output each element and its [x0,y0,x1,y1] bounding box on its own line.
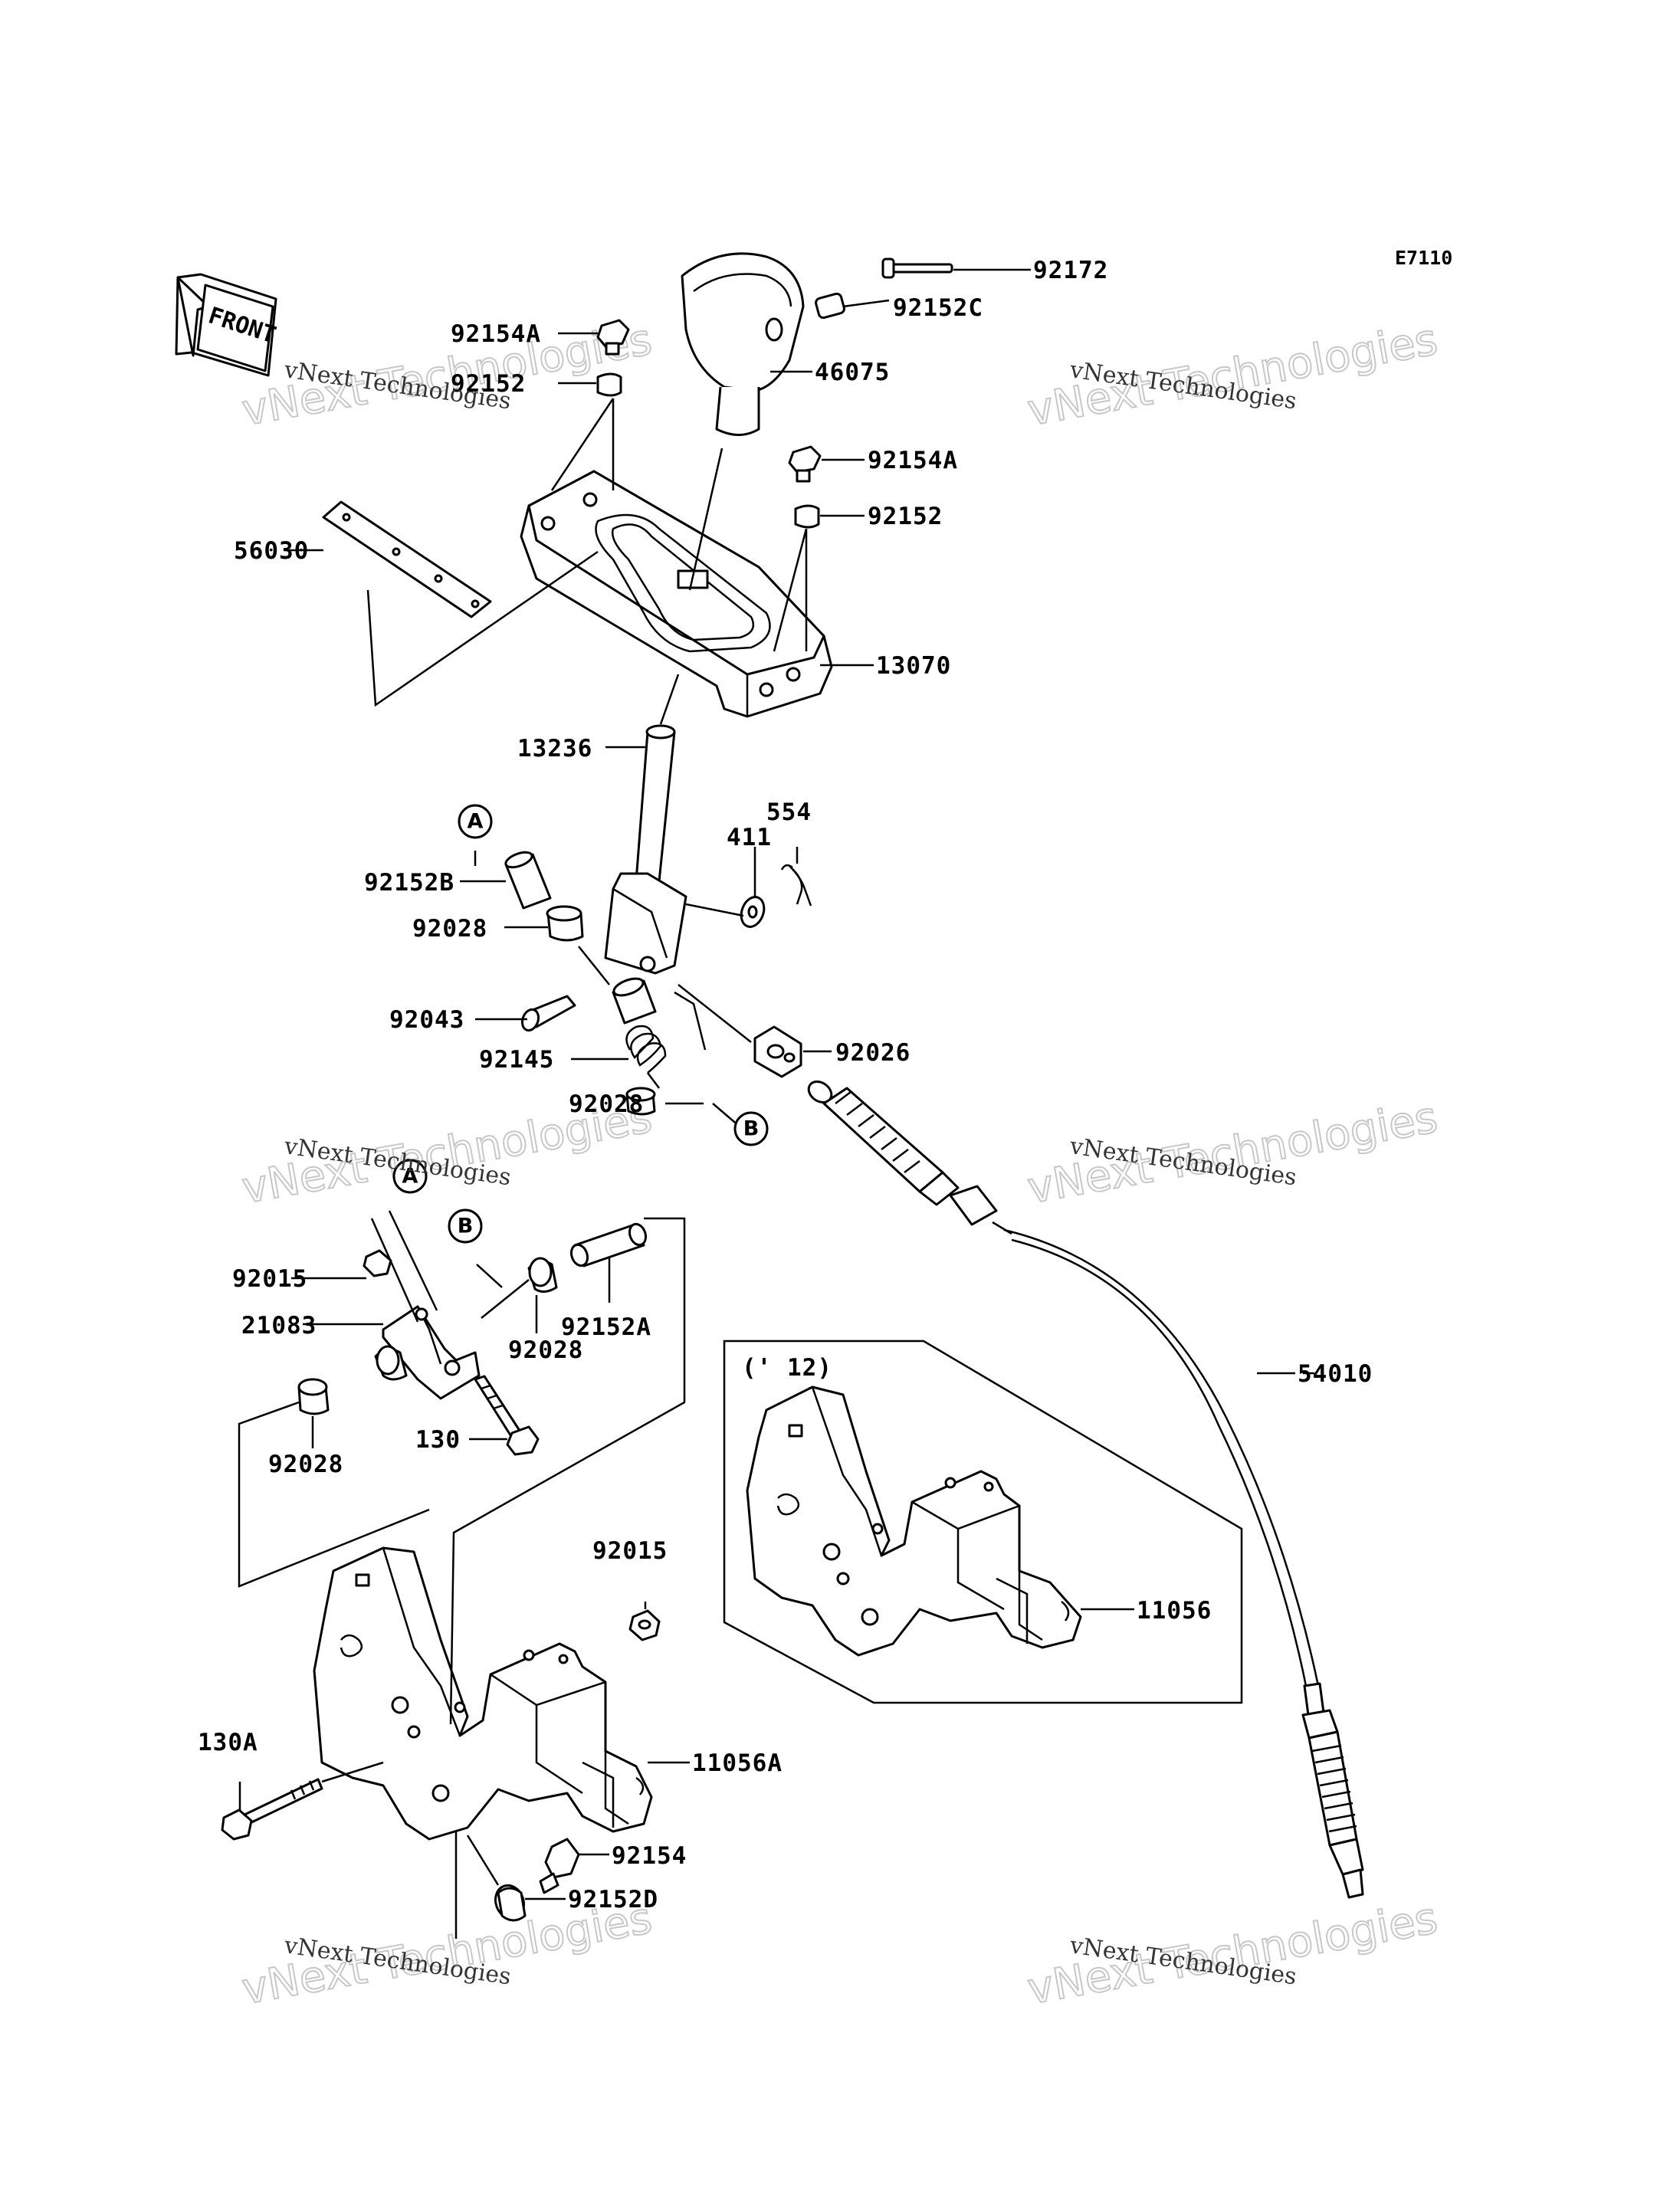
bolt-130 [474,1375,540,1456]
callout-92026: 92026 [835,1039,911,1067]
svg-text:A: A [468,810,484,834]
bolt-130A [221,1778,323,1841]
callout-92043: 92043 [389,1006,464,1034]
callout-92028-a: 92028 [412,915,487,943]
callout-54010: 54010 [1298,1360,1373,1388]
bushing-92028-upper [546,905,584,942]
svg-text:B: B [458,1215,474,1238]
pivot-collar [612,977,657,1025]
cotter-pin-554 [780,864,812,907]
diagram-code: E7110 [1395,247,1452,269]
callout-411: 411 [727,824,772,851]
callout-92152B: 92152B [364,869,454,897]
variant-label: (' 12) [742,1354,832,1382]
shift-knob [681,252,805,436]
shift-lever-cover [520,470,833,718]
ref-marker-b-bottom: B [448,1208,483,1244]
pin-92043 [520,995,576,1032]
mount-bracket-11056 [746,1385,1082,1657]
variant-frame: (' 12) [723,1340,1243,1704]
callout-92028-c: 92028 [508,1336,583,1364]
bolt-92154A-right [788,445,822,483]
screw-92172 [881,257,953,279]
collar-92152B [504,851,552,910]
callout-130: 130 [415,1426,461,1454]
callout-21083: 21083 [241,1312,317,1340]
collar-92152-right [794,504,820,529]
callout-92152D: 92152D [568,1886,658,1913]
nut-92015-lower [628,1609,661,1641]
callout-92028-b: 92028 [569,1090,644,1118]
callout-92154A-right: 92154A [868,447,958,474]
svg-text:B: B [743,1117,760,1141]
svg-text:A: A [402,1165,418,1189]
callout-92152C: 92152C [893,294,983,322]
bushing-92028-right [527,1257,558,1293]
bushing-92028-lower [297,1378,330,1415]
callout-11056: 11056 [1137,1597,1212,1625]
leader-lines [238,268,1314,1939]
callout-46075: 46075 [815,359,890,386]
ref-marker-a-top: A [458,804,493,839]
callout-92015-b: 92015 [592,1537,668,1565]
bolt-92154A-top [596,319,630,356]
clamp-92026 [753,1025,802,1078]
callout-56030: 56030 [234,537,309,565]
ref-marker-a-bottom: A [392,1159,428,1194]
callout-92172: 92172 [1033,257,1108,284]
callout-92154: 92154 [612,1842,687,1870]
callout-92152-right: 92152 [868,503,943,530]
ref-marker-b-top: B [733,1111,769,1146]
spring-92145 [625,991,707,1089]
bushing-92028-middle [625,1087,656,1116]
collar-92152A [569,1222,648,1267]
shift-lever [604,724,687,975]
washer-411 [740,896,766,928]
collar-left [374,1345,408,1381]
callout-labels: 92172 92152C 46075 92154A 92152 92154A 9… [198,257,1373,1913]
bolt-92154 [539,1838,580,1894]
front-direction-badge: FRONT [175,273,279,377]
collar-92152-top [596,372,622,397]
callout-11056A: 11056A [692,1749,783,1777]
callout-13236: 13236 [517,735,592,762]
indicator-plate [322,500,492,618]
callout-554: 554 [766,798,812,826]
callout-92152-top: 92152 [451,370,526,398]
callout-130A: 130A [198,1729,258,1756]
collar-92152C [815,292,845,320]
mount-bracket-11056A [313,1546,653,1841]
nut-92015-upper [363,1249,392,1277]
callout-92154A-top: 92154A [451,320,541,348]
shift-cable [807,1080,1364,1899]
callout-92028-d: 92028 [268,1451,343,1478]
collar-92152D [494,1884,527,1922]
callout-92145: 92145 [479,1046,554,1074]
callout-92015-a: 92015 [232,1265,307,1293]
callout-13070: 13070 [876,652,951,680]
callout-92152A: 92152A [561,1313,651,1341]
